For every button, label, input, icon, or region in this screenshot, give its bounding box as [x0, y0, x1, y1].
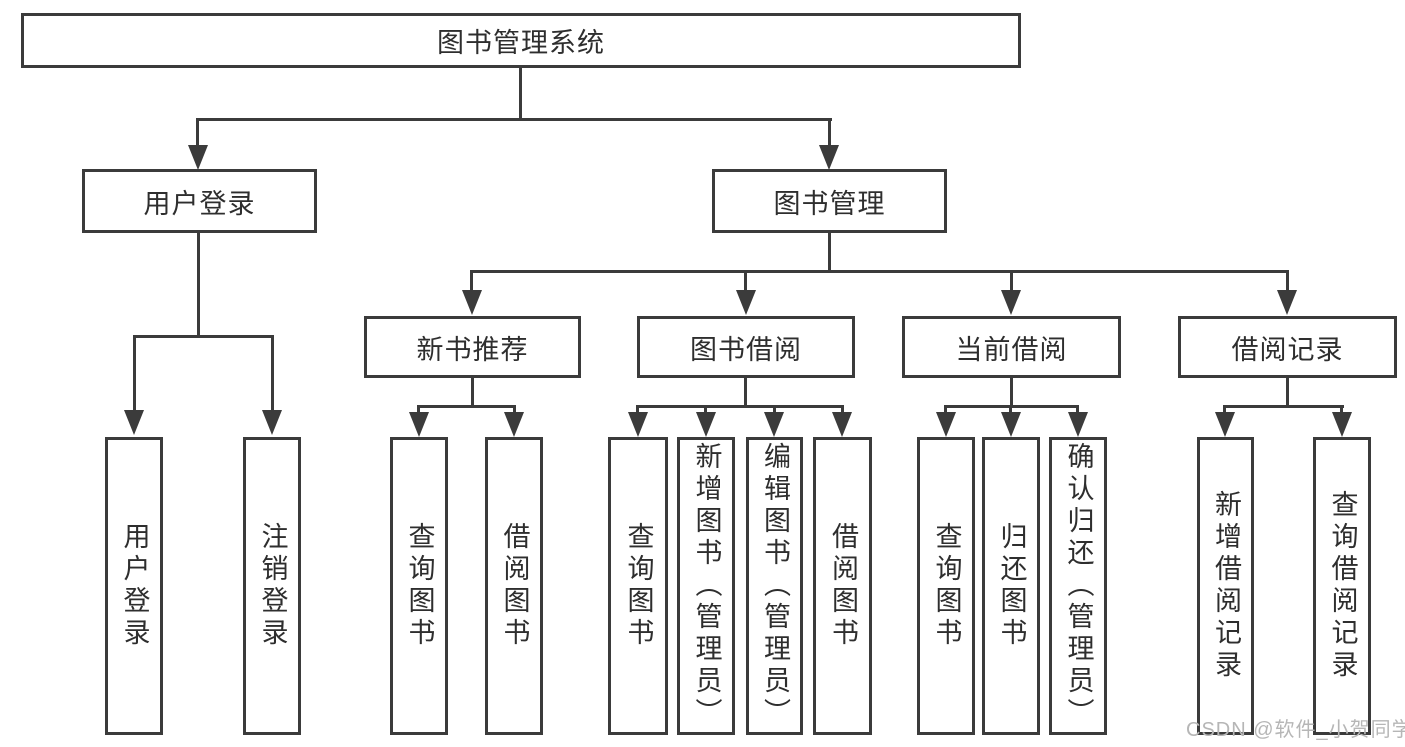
leaf-br-query-record-label: 查询借阅记录 [1327, 490, 1358, 682]
arrow-down-icon-cb-return [1001, 412, 1021, 437]
leaf-logout-label: 注销登录 [257, 522, 288, 650]
connector-user-login-rail [133, 335, 274, 338]
arrow-down-icon-new-book-recommend [462, 290, 482, 315]
node-new-book-recommend: 新书推荐 [364, 316, 581, 378]
connector-stem-nbr-query [417, 405, 420, 414]
connector-stem-bb-query [636, 405, 639, 414]
node-current-borrowing: 当前借阅 [902, 316, 1121, 378]
leaf-cb-confirm-return-admin-label: 确认归还（管理员） [1063, 442, 1094, 730]
leaf-cb-return-books: 归还图书 [982, 437, 1040, 735]
connector-stem-cb-confirm [1076, 405, 1079, 414]
connector-cb-drop [1010, 378, 1013, 407]
connector-level1-rail [196, 118, 832, 121]
node-book-management-label: 图书管理 [773, 188, 886, 219]
arrow-down-icon-book-borrowing [736, 290, 756, 315]
node-book-management: 图书管理 [712, 169, 947, 233]
leaf-cb-query-books: 查询图书 [917, 437, 975, 735]
leaf-bb-query-books-label: 查询图书 [623, 522, 654, 650]
arrow-down-icon-bb-add [696, 412, 716, 437]
connector-br-drop [1286, 378, 1289, 407]
arrow-down-icon-br-query [1332, 412, 1352, 437]
leaf-nbr-borrow-books: 借阅图书 [485, 437, 543, 735]
arrow-down-icon-current-borrowing [1001, 290, 1021, 315]
leaf-nbr-query-books: 查询图书 [390, 437, 448, 735]
connector-book-management-drop [828, 233, 831, 272]
leaf-bb-query-books: 查询图书 [608, 437, 668, 735]
watermark: CSDN @软件_小贺同学 [1186, 719, 1405, 741]
connector-stem-new-book-recommend [470, 270, 473, 291]
connector-stem-cb-query [944, 405, 947, 414]
leaf-br-query-record: 查询借阅记录 [1313, 437, 1371, 735]
arrow-down-icon-bb-edit [764, 412, 784, 437]
arrow-down-icon-br-add [1215, 412, 1235, 437]
connector-nbr-drop [471, 378, 474, 407]
leaf-br-add-record-label: 新增借阅记录 [1211, 490, 1241, 682]
connector-nbr-rail [417, 405, 516, 408]
leaf-br-add-record: 新增借阅记录 [1197, 437, 1254, 735]
connector-stem-borrowing-records [1286, 270, 1289, 291]
leaf-bb-edit-book-admin-label: 编辑图书（管理员） [760, 442, 790, 730]
node-book-borrowing: 图书借阅 [637, 316, 855, 378]
connector-stem-leaf-user-login [133, 335, 136, 411]
leaf-cb-confirm-return-admin: 确认归还（管理员） [1049, 437, 1107, 735]
arrow-down-icon-nbr-query [409, 412, 429, 437]
leaf-bb-edit-book-admin: 编辑图书（管理员） [746, 437, 803, 735]
connector-cb-rail [945, 405, 1079, 408]
leaf-logout: 注销登录 [243, 437, 301, 735]
arrow-down-icon-user-login [188, 145, 208, 170]
connector-stem-cb-return [1009, 405, 1012, 414]
arrow-down-icon-leaf-logout [262, 410, 282, 435]
connector-user-login-drop [197, 233, 200, 337]
leaf-nbr-borrow-books-label: 借阅图书 [499, 522, 530, 650]
connector-stem-bb-edit [773, 405, 776, 414]
leaf-bb-add-book-admin: 新增图书（管理员） [677, 437, 735, 735]
arrow-down-icon-bb-borrow [832, 412, 852, 437]
connector-stem-bb-borrow [841, 405, 844, 414]
leaf-nbr-query-books-label: 查询图书 [404, 522, 435, 650]
connector-stem-leaf-logout [271, 335, 274, 411]
node-user-login-label: 用户登录 [143, 188, 256, 219]
leaf-cb-query-books-label: 查询图书 [931, 522, 962, 650]
connector-stem-book-management [828, 118, 831, 148]
node-new-book-recommend-label: 新书推荐 [416, 334, 529, 365]
node-library-management-system-label: 图书管理系统 [437, 28, 605, 58]
node-user-login: 用户登录 [82, 169, 317, 233]
leaf-cb-return-books-label: 归还图书 [996, 522, 1027, 650]
node-current-borrowing-label: 当前借阅 [955, 334, 1068, 365]
connector-stem-book-borrowing [744, 270, 747, 291]
connector-br-rail [1224, 405, 1344, 408]
leaf-user-login-label: 用户登录 [119, 522, 150, 650]
connector-bb-drop [744, 378, 747, 407]
connector-stem-br-add [1223, 405, 1226, 414]
leaf-user-login: 用户登录 [105, 437, 163, 735]
arrow-down-icon-nbr-borrow [504, 412, 524, 437]
connector-stem-current-borrowing [1010, 270, 1013, 291]
node-library-management-system: 图书管理系统 [21, 13, 1021, 68]
node-borrowing-records-label: 借阅记录 [1231, 334, 1344, 365]
connector-stem-br-query [1340, 405, 1343, 414]
leaf-bb-borrow-books: 借阅图书 [813, 437, 872, 735]
arrow-down-icon-leaf-user-login [124, 410, 144, 435]
arrow-down-icon-cb-query [936, 412, 956, 437]
connector-stem-bb-add [704, 405, 707, 414]
node-borrowing-records: 借阅记录 [1178, 316, 1397, 378]
leaf-bb-borrow-books-label: 借阅图书 [828, 522, 858, 650]
arrow-down-icon-borrowing-records [1277, 290, 1297, 315]
connector-root-drop [519, 67, 522, 120]
connector-stem-nbr-borrow [513, 405, 516, 414]
leaf-bb-add-book-admin-label: 新增图书（管理员） [691, 442, 722, 730]
connector-level2-rail [470, 270, 1289, 273]
connector-stem-user-login [196, 118, 199, 148]
arrow-down-icon-book-management [819, 145, 839, 170]
arrow-down-icon-bb-query [628, 412, 648, 437]
connector-bb-rail [637, 405, 844, 408]
node-book-borrowing-label: 图书借阅 [690, 334, 802, 365]
arrow-down-icon-cb-confirm [1068, 412, 1088, 437]
